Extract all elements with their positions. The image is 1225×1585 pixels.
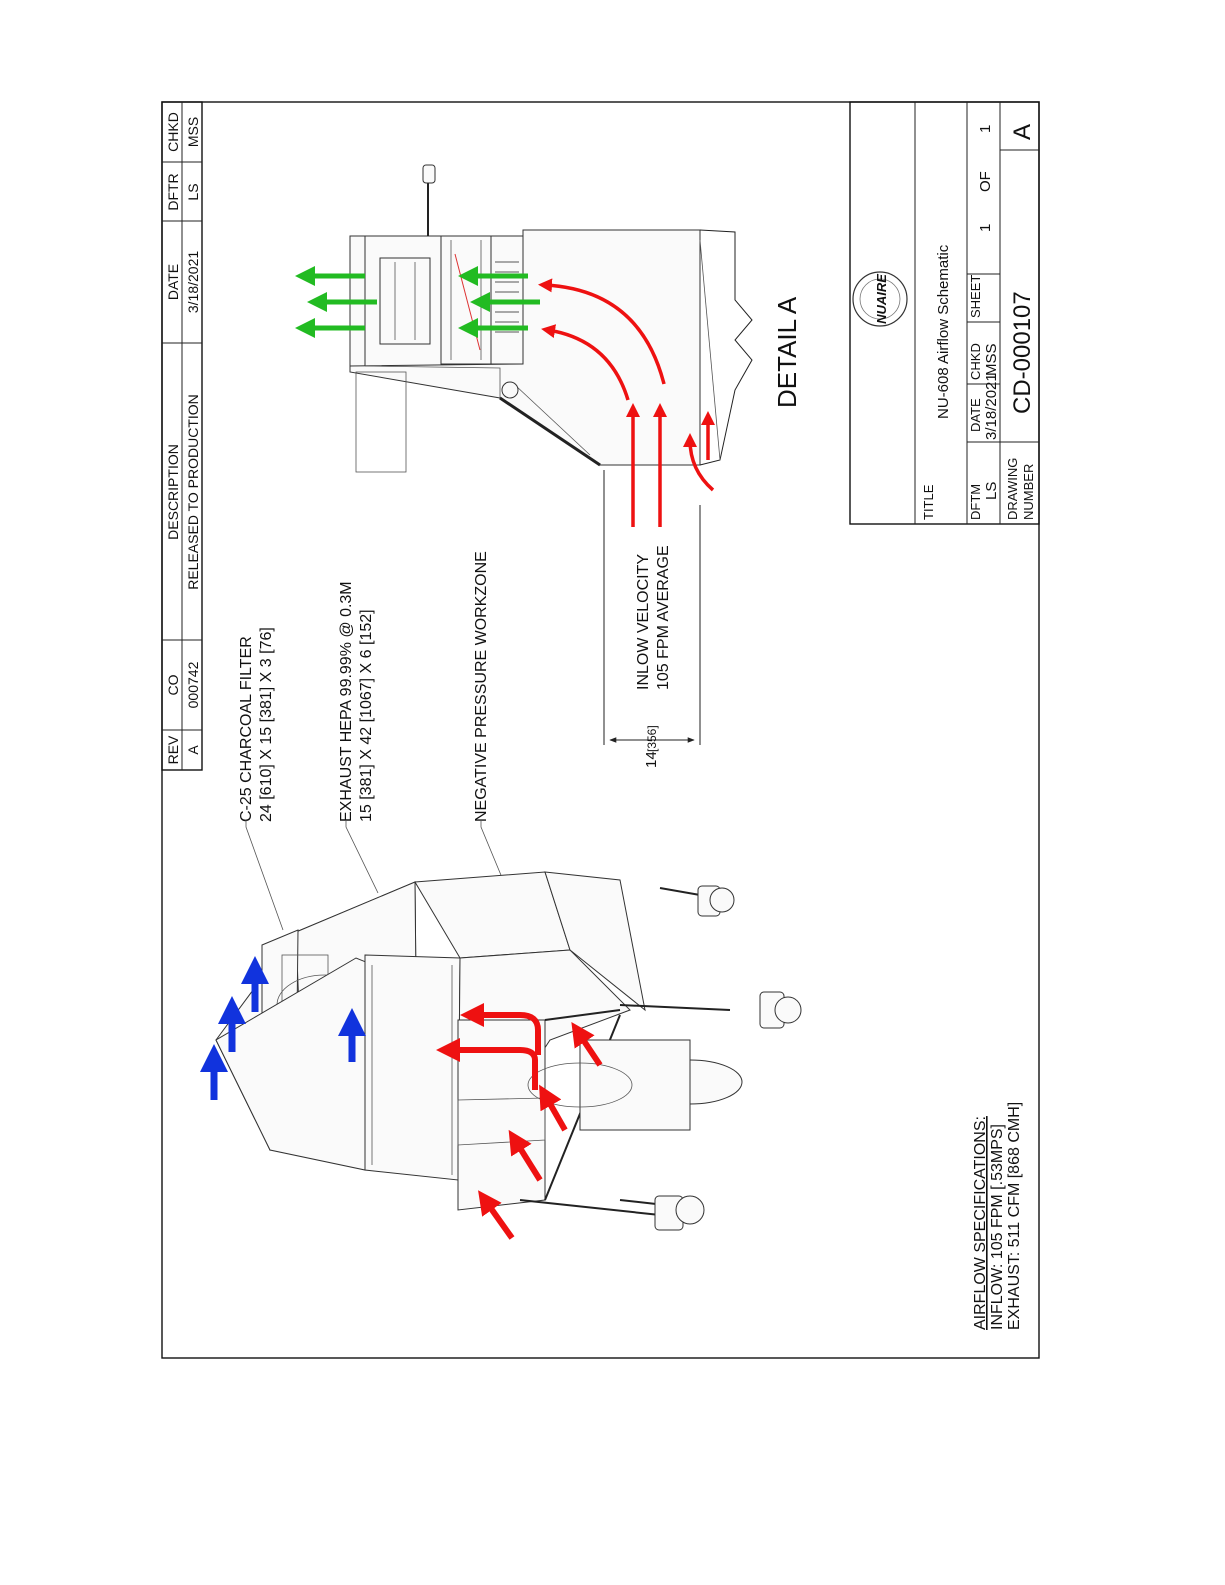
inflow-arrow — [538, 278, 666, 385]
charcoal-filter-label: C-25 CHARCOAL FILTER — [238, 636, 255, 822]
spec-heading: AIRFLOW SPECIFICATIONS: — [972, 1116, 989, 1330]
chkd-value: MSS — [983, 343, 1000, 376]
date-value: 3/18/2021 — [185, 251, 201, 313]
title-block-rev: A — [1009, 124, 1036, 140]
sheet-total: 1 — [977, 125, 994, 133]
chkd-value: MSS — [185, 117, 201, 147]
airflow-specifications: AIRFLOW SPECIFICATIONS: INFLOW: 105 FPM … — [972, 1102, 1023, 1330]
dftm-value: LS — [983, 482, 1000, 500]
inflow-arrow — [539, 1084, 568, 1132]
detail-exhaust-arrows — [295, 266, 540, 338]
inflow-velocity-label: INLOW VELOCITY — [635, 554, 652, 690]
logo-text: NUAIRE — [874, 274, 889, 324]
date-value: 3/18/2021 — [983, 373, 1000, 440]
inflow-arrow — [541, 324, 630, 401]
detail-a-section — [349, 164, 753, 473]
detail-inflow-arrows — [538, 278, 715, 527]
inflow-arrow — [508, 1129, 543, 1182]
sheet-label: SHEET — [968, 275, 983, 318]
dftr-header: DFTR — [165, 173, 181, 210]
spec-inflow: INFLOW: 105 FPM [.53MPS] — [989, 1124, 1006, 1330]
title-label: TITLE — [921, 484, 936, 520]
spec-exhaust: EXHAUST: 511 CFM [868 CMH] — [1006, 1102, 1023, 1330]
inflow-arrow — [571, 1022, 603, 1067]
chkd-header: CHKD — [165, 112, 181, 152]
date-header: DATE — [165, 264, 181, 300]
co-header: CO — [165, 674, 181, 695]
iso-inflow-arrows — [436, 1003, 603, 1240]
rev-value: A — [185, 745, 201, 755]
inflow-arrow — [478, 1190, 515, 1240]
title-block: NUAIRE TITLE NU-608 Airflow Schematic DF… — [849, 101, 1040, 525]
inflow-arrow — [460, 1003, 541, 1055]
inflow-arrow — [436, 1038, 538, 1090]
description-value: RELEASED TO PRODUCTION — [185, 394, 201, 590]
nuaire-logo: NUAIRE — [852, 271, 908, 327]
exhaust-hepa-callout: EXHAUST HEPA 99.99% @ 0.3M 15 [381] X 42… — [338, 581, 379, 894]
sheet-of-label: OF — [977, 171, 994, 192]
workzone-callout: NEGATIVE PRESSURE WORKZONE — [473, 551, 504, 881]
dimension-metric: [356] — [645, 725, 659, 752]
date-label: DATE — [968, 398, 983, 432]
drawing-title: NU-608 Airflow Schematic — [935, 244, 952, 419]
inflow-callout: INLOW VELOCITY 105 FPM AVERAGE — [635, 545, 672, 690]
inflow-velocity-value: 105 FPM AVERAGE — [655, 545, 672, 690]
detail-a-label: DETAIL A — [772, 296, 802, 408]
sheet-number: 1 — [977, 224, 994, 232]
iso-exhaust-arrows — [200, 956, 366, 1100]
charcoal-filter-callout: C-25 CHARCOAL FILTER 24 [610] X 15 [381]… — [238, 627, 284, 931]
exhaust-hepa-size: 15 [381] X 42 [1067] X 6 [152] — [358, 609, 375, 822]
description-header: DESCRIPTION — [165, 444, 181, 540]
workzone-label: NEGATIVE PRESSURE WORKZONE — [473, 551, 490, 822]
drawing-number-label-1: DRAWING — [1005, 458, 1020, 520]
revision-block: REV CO DESCRIPTION DATE DFTR CHKD A 0007… — [161, 101, 203, 771]
dftm-label: DFTM — [968, 484, 983, 520]
drawing-number: CD-000107 — [1009, 291, 1036, 414]
cabinet-isometric — [215, 871, 802, 1231]
dftr-value: LS — [185, 183, 201, 200]
dimension-value: 14 — [643, 751, 660, 768]
chkd-label: CHKD — [968, 343, 983, 380]
inflow-arrow — [683, 433, 715, 492]
exhaust-hepa-label: EXHAUST HEPA 99.99% @ 0.3M — [338, 581, 355, 822]
rev-header: REV — [165, 735, 181, 764]
co-value: 000742 — [185, 661, 201, 708]
dimension-14: 14 [356] — [603, 470, 701, 768]
charcoal-filter-size: 24 [610] X 15 [381] X 3 [76] — [258, 627, 275, 822]
drawing-number-label-2: NUMBER — [1021, 464, 1036, 520]
